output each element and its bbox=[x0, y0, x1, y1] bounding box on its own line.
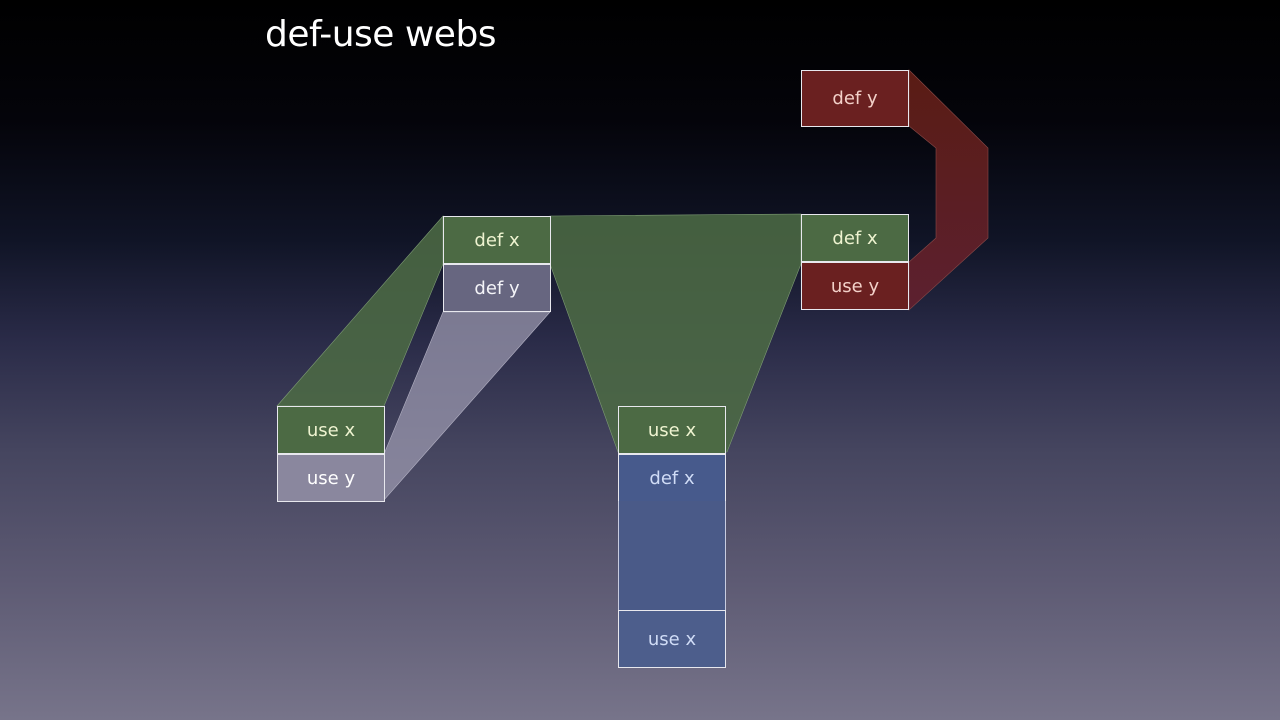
use-x-left: use x bbox=[277, 406, 385, 454]
def-x-right: def x bbox=[801, 214, 909, 262]
use-x-middle-bottom: use x bbox=[618, 610, 726, 668]
def-x-middle: def x bbox=[618, 454, 726, 502]
middle-column-filler bbox=[618, 501, 726, 611]
def-y-top-left: def y bbox=[443, 264, 551, 312]
use-y-right: use y bbox=[801, 262, 909, 310]
use-y-left: use y bbox=[277, 454, 385, 502]
web-y-right bbox=[908, 69, 989, 311]
use-x-middle: use x bbox=[618, 406, 726, 454]
slide-title: def-use webs bbox=[265, 14, 497, 55]
def-y-top-right: def y bbox=[801, 70, 909, 127]
def-x-top-left: def x bbox=[443, 216, 551, 264]
